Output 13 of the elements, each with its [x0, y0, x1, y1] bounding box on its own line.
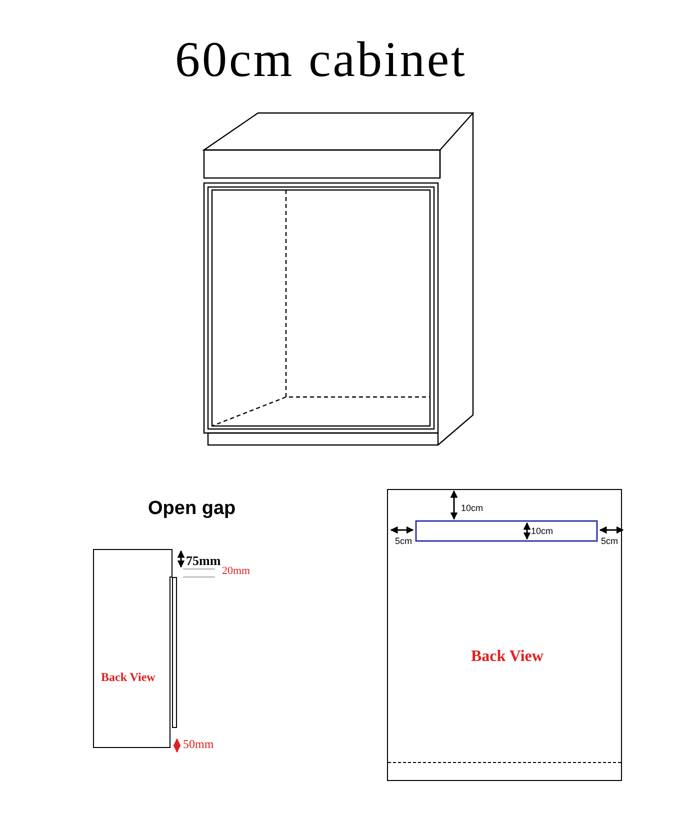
view-label: Back View: [101, 670, 156, 685]
side-panel: [93, 549, 177, 748]
section-heading: Open gap: [148, 498, 236, 520]
back-panel: [387, 489, 622, 781]
dimension-label: 10cm: [461, 503, 484, 513]
dimension-label: 20mm: [222, 565, 250, 577]
view-label: Back View: [471, 648, 544, 666]
dimension-label: 10cm: [531, 526, 554, 536]
title: 60cm cabinet: [175, 30, 467, 88]
dimension-label: 5cm: [601, 536, 618, 546]
dimension-label: 5cm: [395, 536, 412, 546]
dimension-label: 75mm: [186, 553, 221, 569]
dimension-label: 50mm: [183, 737, 214, 752]
